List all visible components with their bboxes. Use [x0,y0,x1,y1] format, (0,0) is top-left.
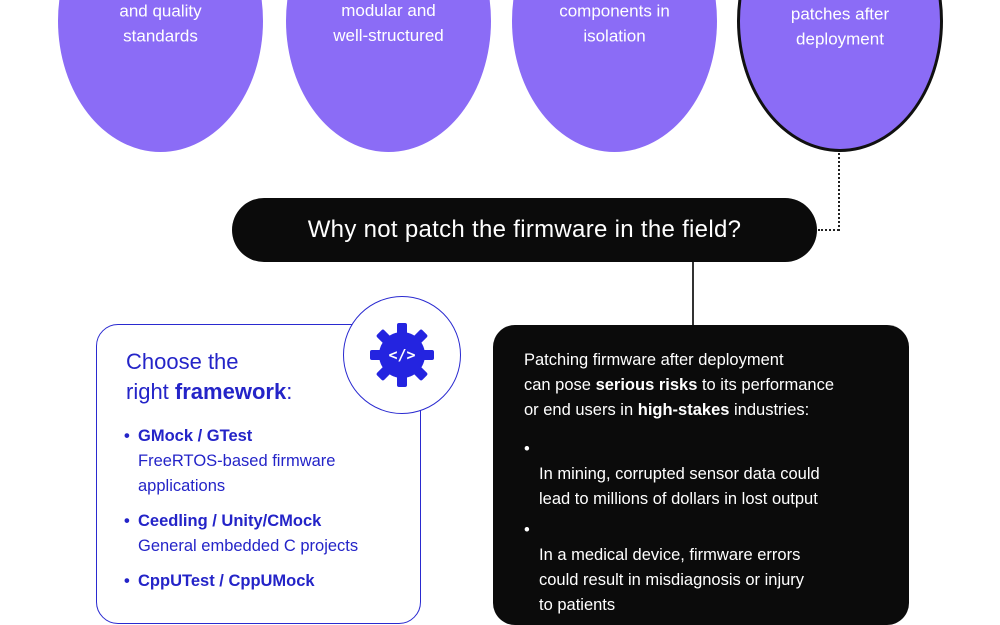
benefit-text: Fix bugs sooner by testing individual so… [559,1,670,46]
framework-title-bold: framework [174,379,287,404]
risk-intro-line1: Patching firmware after deployment [524,351,784,369]
bullet: • [524,521,530,539]
benefit-circle-patches: Eliminate the need for firmware patches … [737,0,943,152]
solid-connector [692,262,694,326]
benefit-circle-quality: Verify that all code meets requirements … [58,0,263,152]
benefit-circle-bugs: Fix bugs sooner by testing individual so… [512,0,717,152]
framework-item: • Ceedling / Unity/CMock General embedde… [124,509,414,559]
framework-desc: General embedded C projects [138,537,359,555]
framework-name: GMock / GTest [138,427,253,445]
framework-name: Ceedling / Unity/CMock [138,512,322,530]
dotted-connector-horizontal [818,229,839,231]
bullet: • [124,572,130,590]
risk-intro: Patching firmware after deployment can p… [524,348,894,423]
framework-title-colon: : [286,379,293,404]
gear-code-icon: </> [370,323,434,387]
dotted-connector-vertical [838,153,840,231]
question-text: Why not patch the firmware in the field? [307,216,742,243]
framework-name: CppUTest / CppUMock [138,572,315,590]
benefit-circle-modular: Confirm that the firmware is modular and… [286,0,491,152]
risk-item: • In mining, corrupted sensor data could … [524,437,899,512]
risk-intro-emphasis-2: high-stakes [637,401,730,419]
risk-card [493,325,909,625]
risk-intro-line3a: or end users in [524,401,638,419]
framework-desc: FreeRTOS-based firmware applications [138,452,336,495]
risk-intro-line2c: to its performance [697,376,835,394]
code-glyph: </> [388,346,415,364]
bullet: • [524,440,530,458]
risk-text: In mining, corrupted sensor data could l… [539,465,820,508]
framework-title-right: right [126,379,175,404]
risk-item: • In a medical device, firmware errors co… [524,518,899,618]
bullet: • [124,512,130,530]
framework-list: • GMock / GTest FreeRTOS-based firmware … [124,424,414,604]
framework-title: Choose the right framework: [126,347,356,407]
risk-intro-line2a: can pose [524,376,596,394]
bullet: • [124,427,130,445]
benefit-text: Eliminate the need for firmware patches … [790,4,890,49]
framework-item: • GMock / GTest FreeRTOS-based firmware … [124,424,414,499]
risk-list: • In mining, corrupted sensor data could … [524,437,899,624]
benefit-text: Verify that all code meets requirements … [119,1,202,46]
framework-title-line1: Choose the [126,349,239,374]
risk-intro-emphasis-1: serious risks [595,376,698,394]
gear-badge: </> [343,296,461,414]
risk-intro-line3c: industries: [729,401,810,419]
framework-item: • CppUTest / CppUMock [124,569,414,594]
benefit-text: Confirm that the firmware is modular and… [333,1,444,45]
question-pill: Why not patch the firmware in the field? [232,198,817,262]
risk-text: In a medical device, firmware errors cou… [539,546,805,614]
